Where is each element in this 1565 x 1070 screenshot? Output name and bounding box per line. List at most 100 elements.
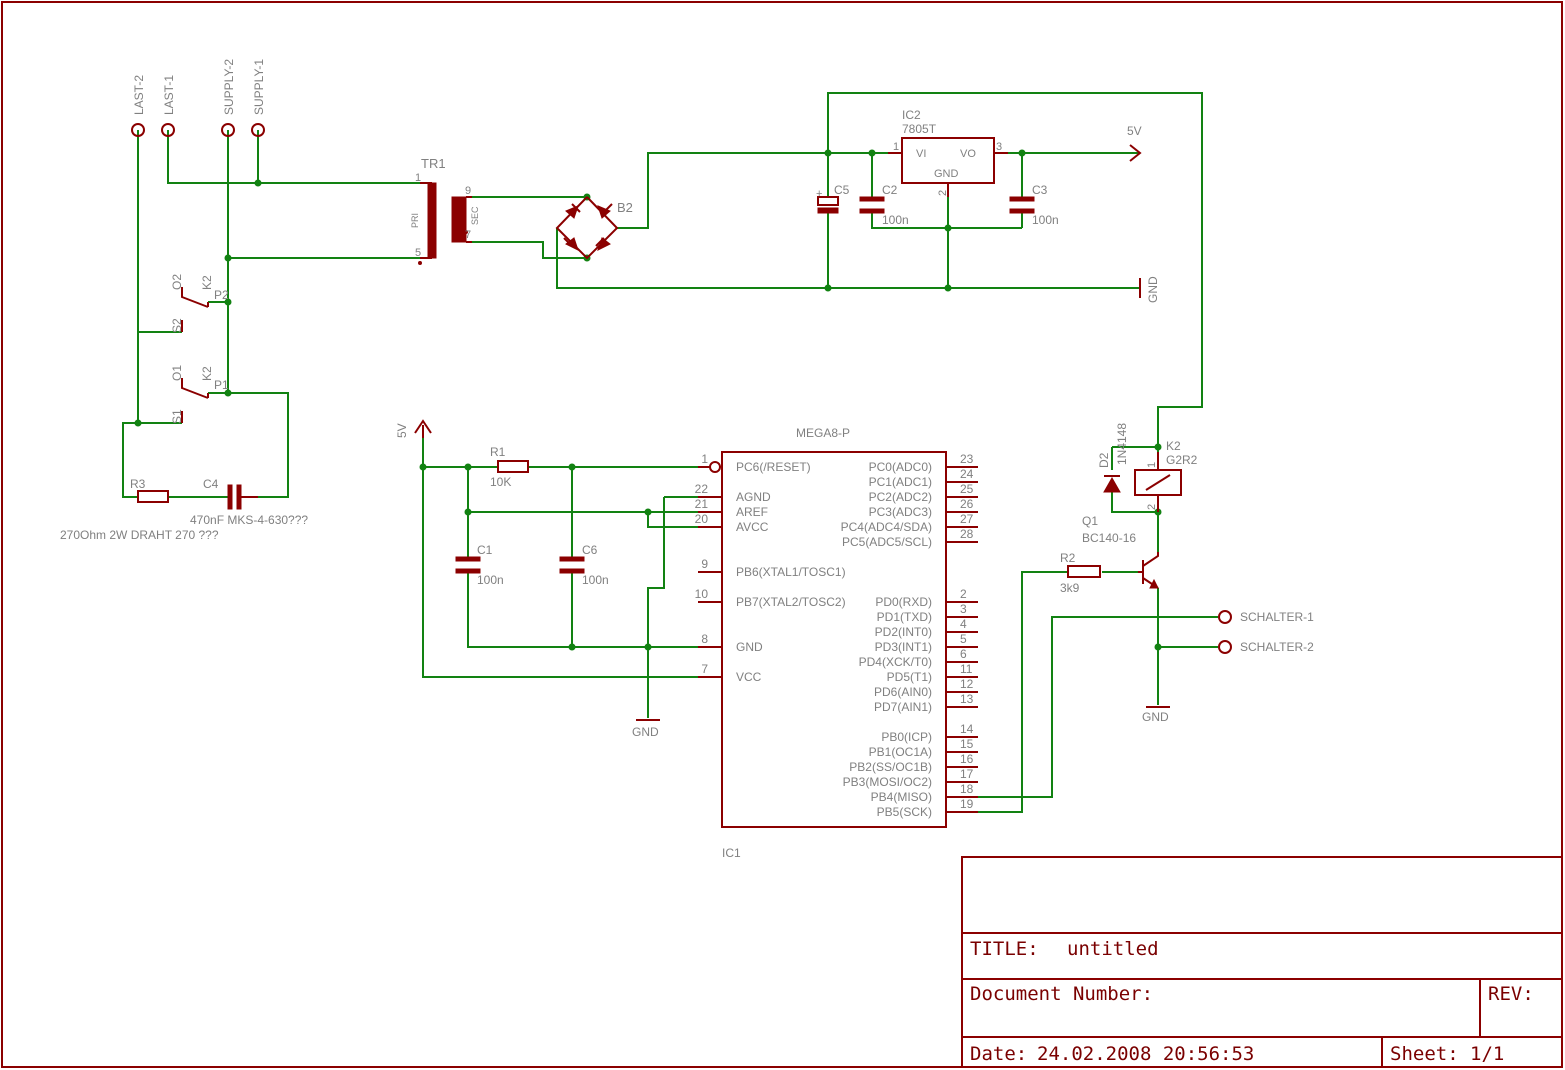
- svg-text:PD5(T1): PD5(T1): [887, 670, 932, 684]
- svg-text:K2: K2: [1166, 439, 1181, 453]
- svg-text:27: 27: [960, 512, 974, 526]
- svg-text:PD3(INT1): PD3(INT1): [875, 640, 932, 654]
- svg-text:+: +: [816, 188, 822, 200]
- svg-text:270Ohm 2W DRAHT 270 ???: 270Ohm 2W DRAHT 270 ???: [60, 528, 219, 542]
- transformer-tr1: TR1 1 5 9 7 PRI SEC: [410, 156, 480, 265]
- terminal-last-1: LAST-1: [161, 75, 176, 137]
- svg-text:1N4148: 1N4148: [1115, 423, 1129, 465]
- svg-text:PC3(ADC3): PC3(ADC3): [869, 505, 932, 519]
- svg-text:4: 4: [960, 617, 967, 631]
- svg-text:C3: C3: [1032, 183, 1048, 197]
- svg-text:K2: K2: [200, 366, 214, 381]
- svg-text:25: 25: [960, 482, 974, 496]
- svg-text:12: 12: [960, 677, 974, 691]
- svg-text:G2R2: G2R2: [1166, 453, 1198, 467]
- svg-text:1: 1: [1146, 462, 1158, 468]
- svg-text:16: 16: [960, 752, 974, 766]
- svg-text:VI: VI: [916, 148, 926, 160]
- svg-text:PRI: PRI: [410, 213, 420, 228]
- svg-text:7805T: 7805T: [902, 122, 937, 136]
- svg-text:470nF MKS-4-630???: 470nF MKS-4-630???: [190, 513, 308, 527]
- svg-text:LAST-1: LAST-1: [162, 75, 176, 115]
- capacitor-c1: C1 100n: [455, 543, 504, 587]
- svg-text:PB4(MISO): PB4(MISO): [871, 790, 932, 804]
- capacitor-c4: C4 470nF MKS-4-630???: [190, 477, 308, 527]
- capacitor-c5: C5 +: [816, 183, 850, 214]
- relay-k2-coil: K2 G2R2 1 2: [1134, 439, 1198, 512]
- svg-text:PC2(ADC2): PC2(ADC2): [869, 490, 932, 504]
- svg-text:VCC: VCC: [736, 670, 762, 684]
- rev-label: REV:: [1488, 983, 1534, 1005]
- date-value: 24.02.2008 20:56:53: [1037, 1043, 1254, 1065]
- svg-text:AREF: AREF: [736, 505, 768, 519]
- svg-text:B2: B2: [617, 200, 633, 215]
- svg-text:PB3(MOSI/OC2): PB3(MOSI/OC2): [843, 775, 932, 789]
- svg-text:1: 1: [893, 141, 899, 153]
- svg-text:AVCC: AVCC: [736, 520, 769, 534]
- svg-text:2: 2: [937, 190, 949, 196]
- svg-text:100n: 100n: [1032, 213, 1059, 227]
- svg-text:PD6(AIN0): PD6(AIN0): [874, 685, 932, 699]
- date-label: Date:: [970, 1043, 1027, 1065]
- svg-text:100n: 100n: [582, 573, 609, 587]
- svg-text:SUPPLY-2: SUPPLY-2: [222, 59, 236, 115]
- svg-text:AGND: AGND: [736, 490, 771, 504]
- capacitor-c2: C2 100n: [859, 183, 909, 227]
- svg-text:C4: C4: [203, 477, 219, 491]
- terminal-supply-1: SUPPLY-1: [251, 59, 266, 137]
- svg-text:5: 5: [415, 247, 421, 259]
- svg-text:10K: 10K: [490, 475, 511, 489]
- svg-text:2: 2: [960, 587, 967, 601]
- svg-text:LAST-2: LAST-2: [132, 75, 146, 115]
- terminal-schalter-2: SCHALTER-2: [1218, 640, 1314, 654]
- svg-text:19: 19: [960, 797, 974, 811]
- svg-text:13: 13: [960, 692, 974, 706]
- svg-text:P1: P1: [214, 378, 229, 392]
- svg-text:O2: O2: [170, 274, 184, 290]
- svg-text:28: 28: [960, 527, 974, 541]
- svg-text:PC4(ADC4/SDA): PC4(ADC4/SDA): [841, 520, 932, 534]
- svg-text:MEGA8-P: MEGA8-P: [796, 426, 850, 440]
- svg-text:PC5(ADC5/SCL): PC5(ADC5/SCL): [842, 535, 932, 549]
- svg-text:IC1: IC1: [722, 846, 741, 860]
- ground-left: GND: [632, 719, 660, 739]
- regulator-ic2: IC2 7805T VI VO GND 1 3 2: [888, 108, 1008, 197]
- svg-text:20: 20: [695, 512, 709, 526]
- supply-5v-left: 5V: [395, 419, 432, 438]
- svg-text:17: 17: [960, 767, 974, 781]
- ground-top: GND: [1139, 276, 1160, 303]
- svg-text:5V: 5V: [395, 423, 409, 438]
- svg-text:9: 9: [701, 557, 708, 571]
- svg-text:9: 9: [465, 185, 471, 197]
- svg-text:R2: R2: [1060, 551, 1076, 565]
- svg-text:2: 2: [1146, 504, 1158, 510]
- svg-text:PB0(ICP): PB0(ICP): [881, 730, 932, 744]
- svg-text:PD1(TXD): PD1(TXD): [877, 610, 932, 624]
- terminal-last-2: LAST-2: [131, 75, 146, 137]
- title-value: untitled: [1067, 938, 1159, 960]
- junctions: [134, 149, 1162, 651]
- svg-text:R1: R1: [490, 445, 506, 459]
- svg-text:21: 21: [695, 497, 709, 511]
- title-block: TITLE: untitled Document Number: REV: Da…: [961, 856, 1562, 1067]
- svg-text:GND: GND: [934, 168, 959, 180]
- resistor-r2: R2 3k9: [1060, 551, 1101, 595]
- diode-d2: D2 1N4148: [1097, 423, 1129, 493]
- svg-text:PB5(SCK): PB5(SCK): [877, 805, 932, 819]
